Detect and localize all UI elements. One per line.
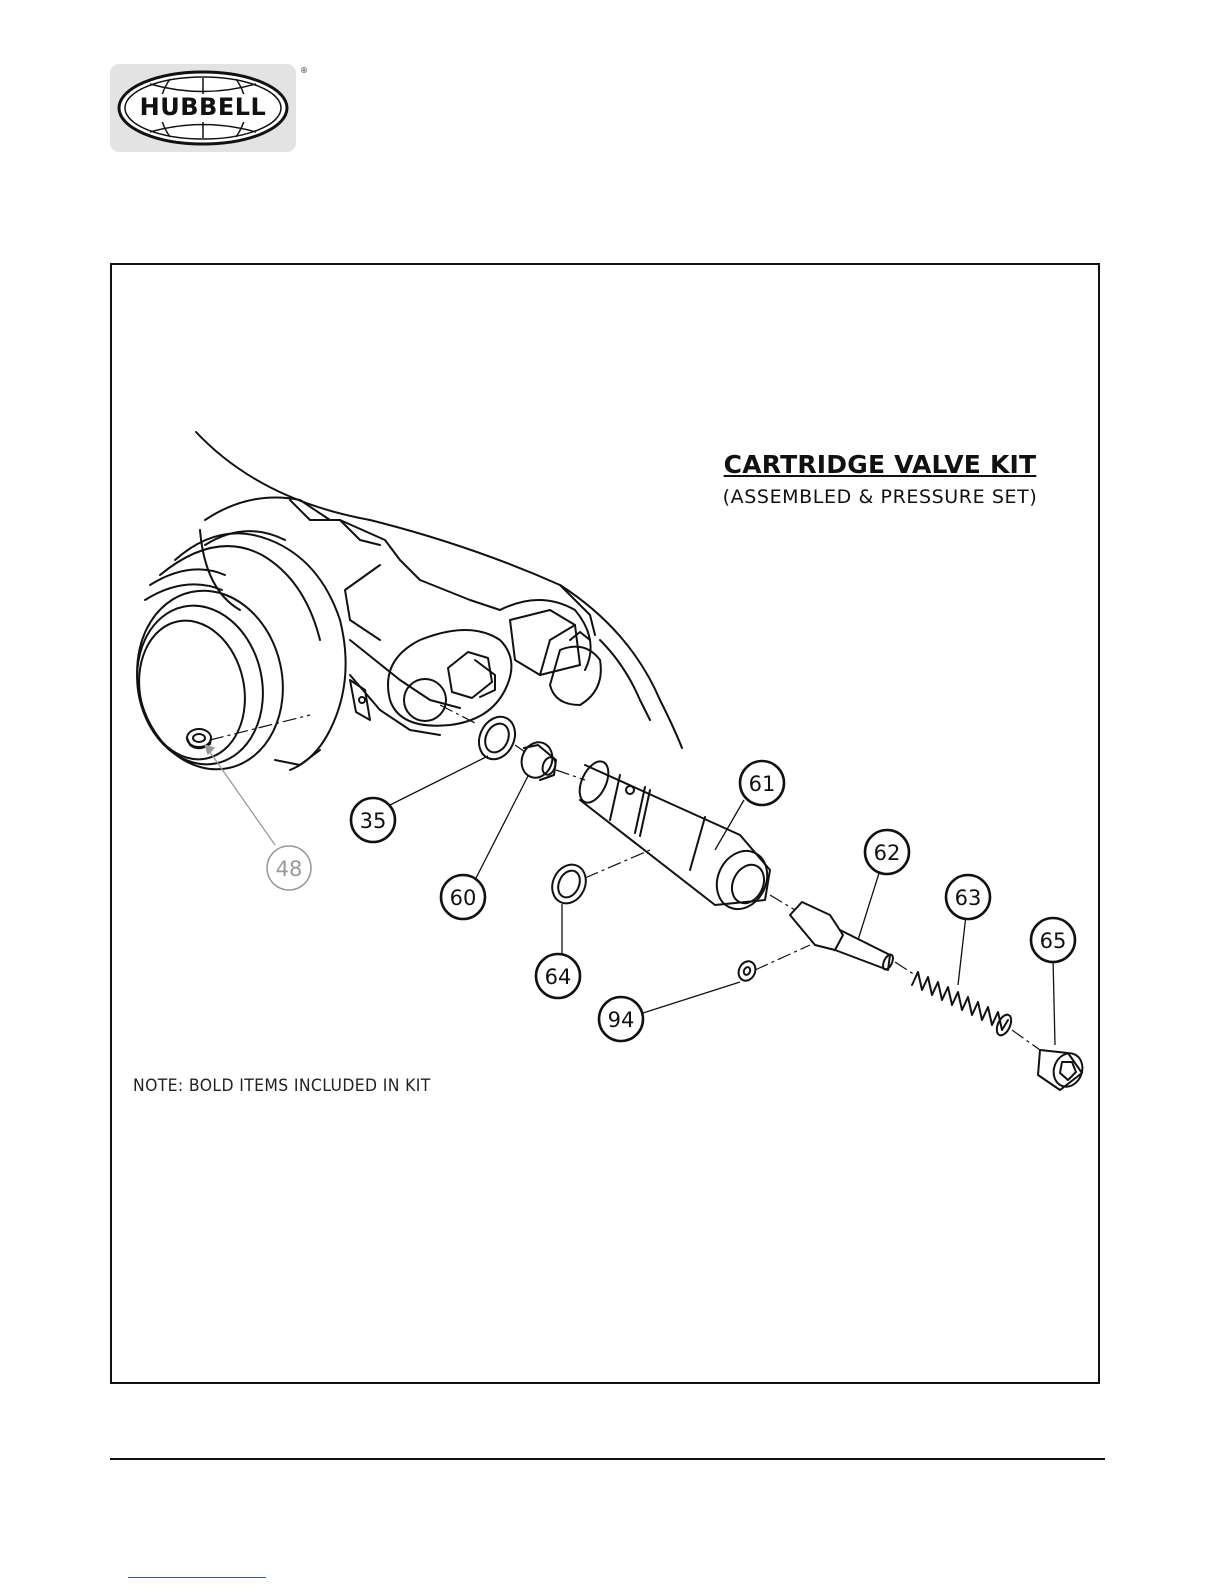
callout-48: 48 (267, 846, 311, 890)
part-35-oring (472, 711, 521, 765)
callout-65: 65 (1031, 918, 1075, 962)
callout-64-label: 64 (545, 965, 572, 989)
callout-94-label: 94 (608, 1008, 635, 1032)
tool-head (121, 531, 346, 783)
part-60-fitting (517, 738, 558, 782)
part-64-oring (546, 859, 592, 909)
callout-63-label: 63 (955, 886, 982, 910)
part-65-cap (1038, 1049, 1087, 1091)
tool-body (196, 432, 682, 748)
callout-64: 64 (536, 954, 580, 998)
part-62-poppet (790, 902, 895, 971)
part-63-spring (912, 972, 1014, 1038)
callout-63: 63 (946, 875, 990, 919)
callout-35: 35 (351, 798, 395, 842)
callout-61: 61 (740, 761, 784, 805)
callout-60: 60 (441, 875, 485, 919)
kit-note: NOTE: BOLD ITEMS INCLUDED IN KIT (133, 1076, 431, 1096)
callout-94: 94 (599, 997, 643, 1041)
part-94-washer (736, 959, 759, 984)
callout-62: 62 (865, 830, 909, 874)
callout-35-label: 35 (360, 809, 387, 833)
callout-65-label: 65 (1040, 929, 1067, 953)
callout-62-label: 62 (874, 841, 901, 865)
footer-link-underline[interactable] (128, 1577, 266, 1578)
callout-48-label: 48 (276, 857, 303, 881)
callout-61-label: 61 (749, 772, 776, 796)
callout-60-label: 60 (450, 886, 477, 910)
footer-rule (110, 1458, 1105, 1460)
